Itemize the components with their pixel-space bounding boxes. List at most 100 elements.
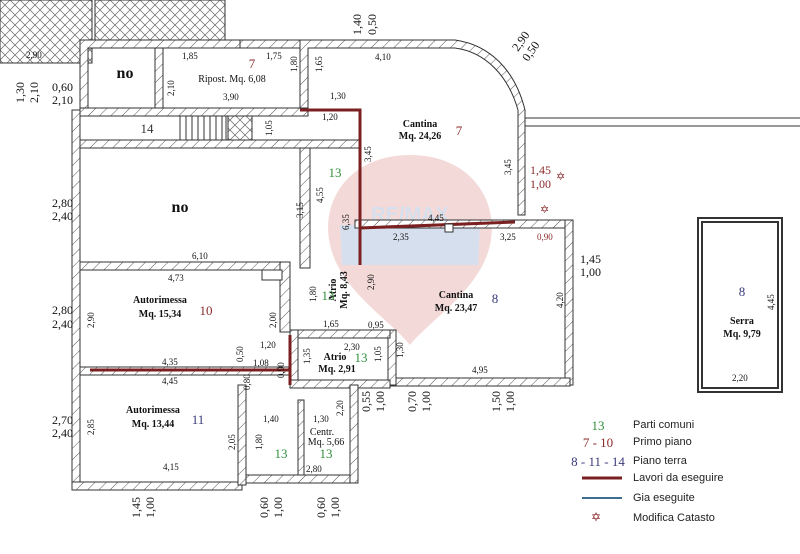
dim: 2,40	[52, 426, 73, 440]
dim: 1,65	[314, 56, 324, 72]
dim: 1,20	[322, 112, 338, 122]
dim: 1,65	[323, 319, 339, 329]
legend-primo-label: Primo piano	[633, 436, 692, 448]
room-autorimessa2-area: Mq. 13,44	[132, 419, 175, 430]
dim: 3,45	[503, 159, 513, 175]
dim: 2,90	[366, 274, 376, 290]
dim: 1,30	[330, 91, 346, 101]
room-centr: Centr.	[310, 427, 334, 438]
dim: 0,55	[359, 391, 373, 412]
legend-terra-num: 8 - 11 - 14	[571, 454, 625, 469]
room-no-mid: no	[172, 199, 189, 216]
dim: 2,20	[335, 400, 345, 416]
room-centr-num-b: 13	[320, 446, 333, 461]
dim: 1,05	[264, 120, 274, 136]
dim: 4,15	[163, 462, 179, 472]
room-serra-num: 8	[739, 284, 746, 299]
dim: 0,60	[257, 497, 271, 518]
column-marker	[444, 223, 454, 233]
dim: 1,00	[271, 497, 285, 518]
dim: 4,45	[766, 294, 776, 310]
dim: 2,05	[227, 434, 237, 450]
dim: 6,10	[192, 251, 208, 261]
room-serra: Serra	[730, 316, 754, 327]
dim: 1,50	[489, 391, 503, 412]
dim: 1,45	[129, 497, 143, 518]
dim: 2,70	[52, 413, 73, 427]
room-autorimessa1-num: 10	[200, 303, 213, 318]
dim: 1,80	[254, 434, 264, 450]
room-ripost-num: 7	[249, 56, 256, 71]
dim: 1,80	[289, 56, 299, 72]
dim: 6,35	[341, 214, 351, 230]
exterior-grid-area-2	[94, 0, 226, 41]
catasto-star-icon: ✡	[556, 170, 565, 183]
legend-modifica-label: Modifica Catasto	[633, 512, 715, 524]
dim: 0,50	[365, 14, 379, 35]
dim: 1,00	[328, 497, 342, 518]
legend: 13 Parti comuni 7 - 10 Primo piano 8 - 1…	[571, 418, 723, 524]
dim: 1,20	[260, 340, 276, 350]
dim: 2,00	[268, 312, 278, 328]
dim: 1,00	[143, 497, 157, 518]
dim: 2,10	[166, 80, 176, 96]
dim: 2,30	[344, 342, 360, 352]
dim: 2,40	[52, 317, 73, 331]
dim: 0,60	[314, 497, 328, 518]
room-autorimessa2-num: 11	[192, 412, 205, 427]
room-cantina2-num: 8	[492, 291, 499, 306]
dim: 3,25	[500, 232, 516, 242]
room-atrio1-area: Mq. 8,43	[339, 271, 350, 309]
room-atrio1-num-top: 13	[329, 165, 342, 180]
dim: 1,05	[373, 346, 383, 362]
room-atrio2-area: Mq. 2,91	[318, 364, 356, 375]
dim: 4,55	[315, 187, 325, 203]
dim: 4,10	[375, 52, 391, 62]
legend-star-icon: ✡	[591, 510, 601, 524]
legend-comuni-label: Parti comuni	[633, 419, 694, 431]
dim: 1,40	[350, 14, 364, 35]
room-atrio1-num: 13	[322, 288, 335, 303]
remax-watermark: RE/MAX	[328, 155, 492, 345]
room-no-top: no	[117, 65, 134, 82]
dim: 4,45	[428, 213, 444, 223]
dim: 1,35	[302, 348, 312, 364]
dim: 2,85	[86, 419, 96, 435]
staircase	[179, 115, 253, 141]
dim: 2,35	[393, 232, 409, 242]
dim: 1,45	[530, 163, 551, 177]
room-serra-area: Mq. 9,79	[723, 329, 761, 340]
dim: 2,80	[52, 196, 73, 210]
room-cantina1: Cantina	[403, 119, 437, 130]
dim: 4,20	[555, 292, 565, 308]
dim: 1,08	[253, 358, 269, 368]
dim: 3,45	[363, 146, 373, 162]
legend-comuni-num: 13	[592, 418, 605, 433]
legend-primo-num: 7 - 10	[583, 435, 613, 450]
dim: 1,80	[308, 286, 318, 302]
dim: 1,45	[580, 252, 601, 266]
dim: 0,95	[368, 320, 384, 330]
dim: 0,80	[242, 374, 252, 390]
dim: 2,10	[52, 93, 73, 107]
dim: 4,73	[168, 273, 184, 283]
dim: 2,80	[306, 464, 322, 474]
room-ripost: Ripost. Mq. 6,08	[198, 74, 266, 85]
dim: 3,90	[223, 92, 239, 102]
dim: 0,90	[276, 362, 286, 378]
dim: 2,80	[52, 303, 73, 317]
dim: 1,30	[313, 414, 329, 424]
room-cantina1-num: 7	[456, 123, 463, 138]
dim: 1,00	[580, 265, 601, 279]
room-autorimessa1-area: Mq. 15,34	[139, 309, 182, 320]
legend-terra-label: Piano terra	[633, 455, 688, 467]
room-centr-num-a: 13	[275, 446, 288, 461]
vertical-dimensions: 1,30 2,10 2,10 1,80 1,65 1,05 1,40 0,50 …	[13, 14, 776, 518]
dim: 1,30	[13, 82, 27, 103]
exterior-grid-area	[0, 0, 93, 64]
dim: 0,60	[52, 80, 73, 94]
dimensions: 2,90 1,85 1,75 4,10 3,90 1,30 1,20 4,45 …	[26, 50, 748, 474]
dim: 0,70	[405, 391, 419, 412]
dim: 1,40	[263, 414, 279, 424]
